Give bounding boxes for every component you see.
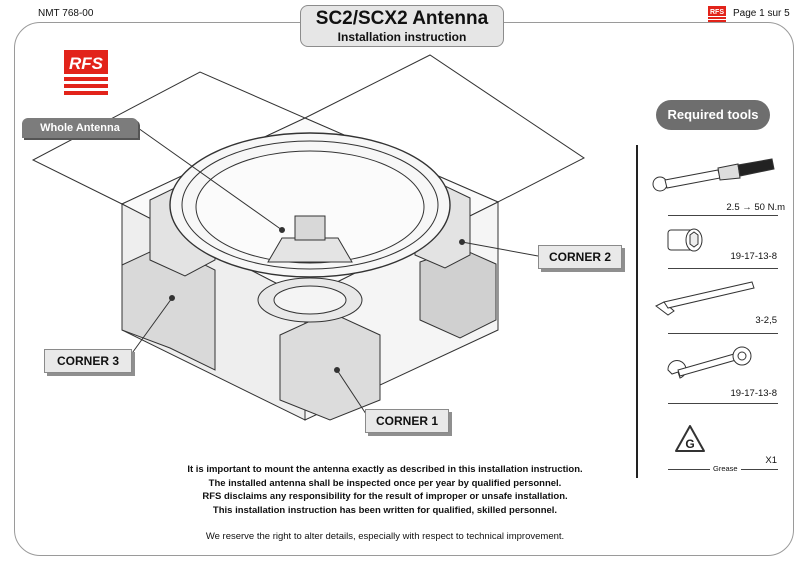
tool-label: 3-2,5	[755, 315, 777, 326]
notice-line: It is important to mount the antenna exa…	[187, 464, 583, 475]
rights-reserved-note: We reserve the right to alter details, e…	[205, 531, 565, 542]
corner-3-callout: CORNER 3	[44, 349, 132, 373]
tool-label: 19-17-13-8	[730, 388, 777, 399]
tool-quantity: X1	[765, 455, 777, 466]
safety-notice: It is important to mount the antenna exa…	[150, 463, 620, 517]
corner-1-callout: CORNER 1	[365, 409, 449, 433]
page-subtitle: Installation instruction	[337, 30, 467, 44]
tool-separator	[668, 268, 778, 269]
tool-label: 19-17-13-8	[730, 251, 777, 262]
tool-label: 2.5 → 50 N.m	[726, 202, 785, 213]
svg-text:RFS: RFS	[710, 9, 724, 16]
grease-icon: G	[675, 425, 705, 452]
notice-line: The installed antenna shall be inspected…	[208, 477, 562, 489]
rfs-logo-icon: RFS	[64, 50, 108, 95]
socket-icon	[667, 228, 703, 252]
tool-separator	[668, 215, 778, 216]
rfs-mini-logo-icon: RFS	[708, 6, 726, 22]
notice-line: This installation instruction has been w…	[212, 504, 558, 516]
notice-line: RFS disclaims any responsibility for the…	[202, 491, 568, 502]
svg-text:RFS: RFS	[69, 54, 104, 73]
document-number: NMT 768-00	[38, 8, 94, 19]
grease-label: Grease	[710, 464, 741, 473]
tool-separator	[668, 333, 778, 334]
torque-wrench-icon	[652, 158, 775, 192]
required-tools-heading: Required tools	[656, 100, 770, 130]
page-title: SC2/SCX2 Antenna	[315, 8, 489, 29]
combination-wrench-icon	[667, 346, 752, 379]
corner-2-callout: CORNER 2	[538, 245, 622, 269]
title-box: SC2/SCX2 Antenna Installation instructio…	[300, 5, 504, 47]
allen-key-icon	[655, 281, 755, 316]
page-number: Page 1 sur 5	[733, 8, 790, 19]
tool-separator	[668, 403, 778, 404]
whole-antenna-label: Whole Antenna	[22, 118, 138, 138]
grease-symbol: G	[685, 437, 694, 451]
